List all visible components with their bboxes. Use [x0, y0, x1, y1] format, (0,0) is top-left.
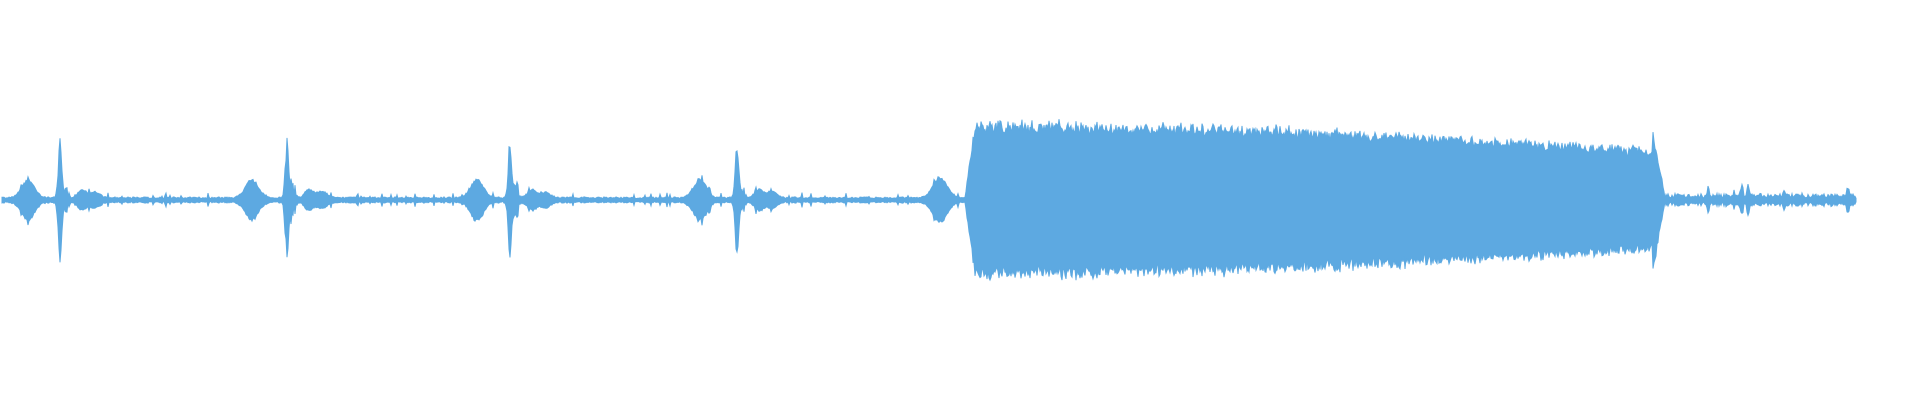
waveform-path: [1, 119, 1857, 282]
